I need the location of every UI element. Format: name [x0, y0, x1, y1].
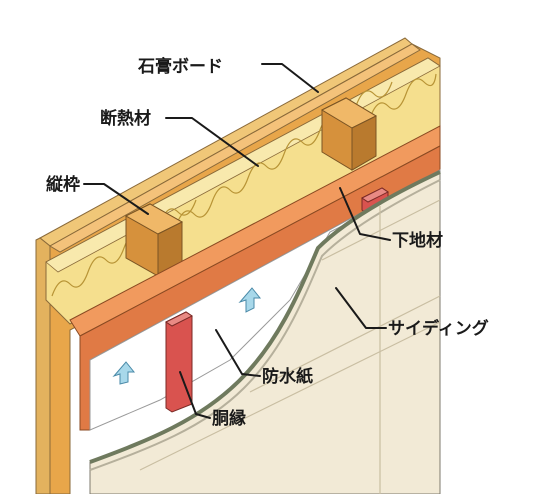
label-furring-strip: 胴縁	[179, 371, 246, 429]
label-waterproof-paper-text: 防水紙	[262, 366, 313, 387]
leader-furring-strip	[179, 371, 211, 419]
leader-waterproof-paper	[215, 329, 261, 377]
label-siding-text: サイディング	[388, 318, 489, 339]
airflow-arrow-icon	[238, 287, 262, 313]
airflow-arrow-icon	[112, 361, 136, 385]
label-gypsum-board-text: 石膏ボード	[137, 56, 223, 77]
label-sheathing-text: 下地材	[392, 230, 443, 251]
leader-insulation	[165, 117, 259, 167]
label-sheathing: 下地材	[339, 187, 443, 251]
leader-stud	[83, 183, 149, 215]
stud-left	[124, 203, 184, 277]
siding-joints	[139, 199, 441, 494]
label-gypsum-board: 石膏ボード	[137, 56, 319, 93]
label-siding: サイディング	[335, 287, 489, 339]
siding	[89, 170, 441, 494]
label-stud: 縦枠	[46, 174, 149, 215]
label-waterproof-paper: 防水紙	[215, 329, 313, 387]
leader-sheathing	[339, 187, 391, 241]
leader-gypsum-board	[261, 63, 319, 93]
furring-strip-lower	[165, 311, 193, 413]
label-insulation-text: 断熱材	[100, 108, 151, 129]
label-stud-text: 縦枠	[46, 174, 80, 195]
wall-structure	[35, 37, 441, 494]
label-furring-strip-text: 胴縁	[212, 408, 246, 429]
leader-siding	[335, 287, 387, 329]
label-insulation: 断熱材	[100, 108, 259, 167]
stud-right	[320, 97, 378, 171]
